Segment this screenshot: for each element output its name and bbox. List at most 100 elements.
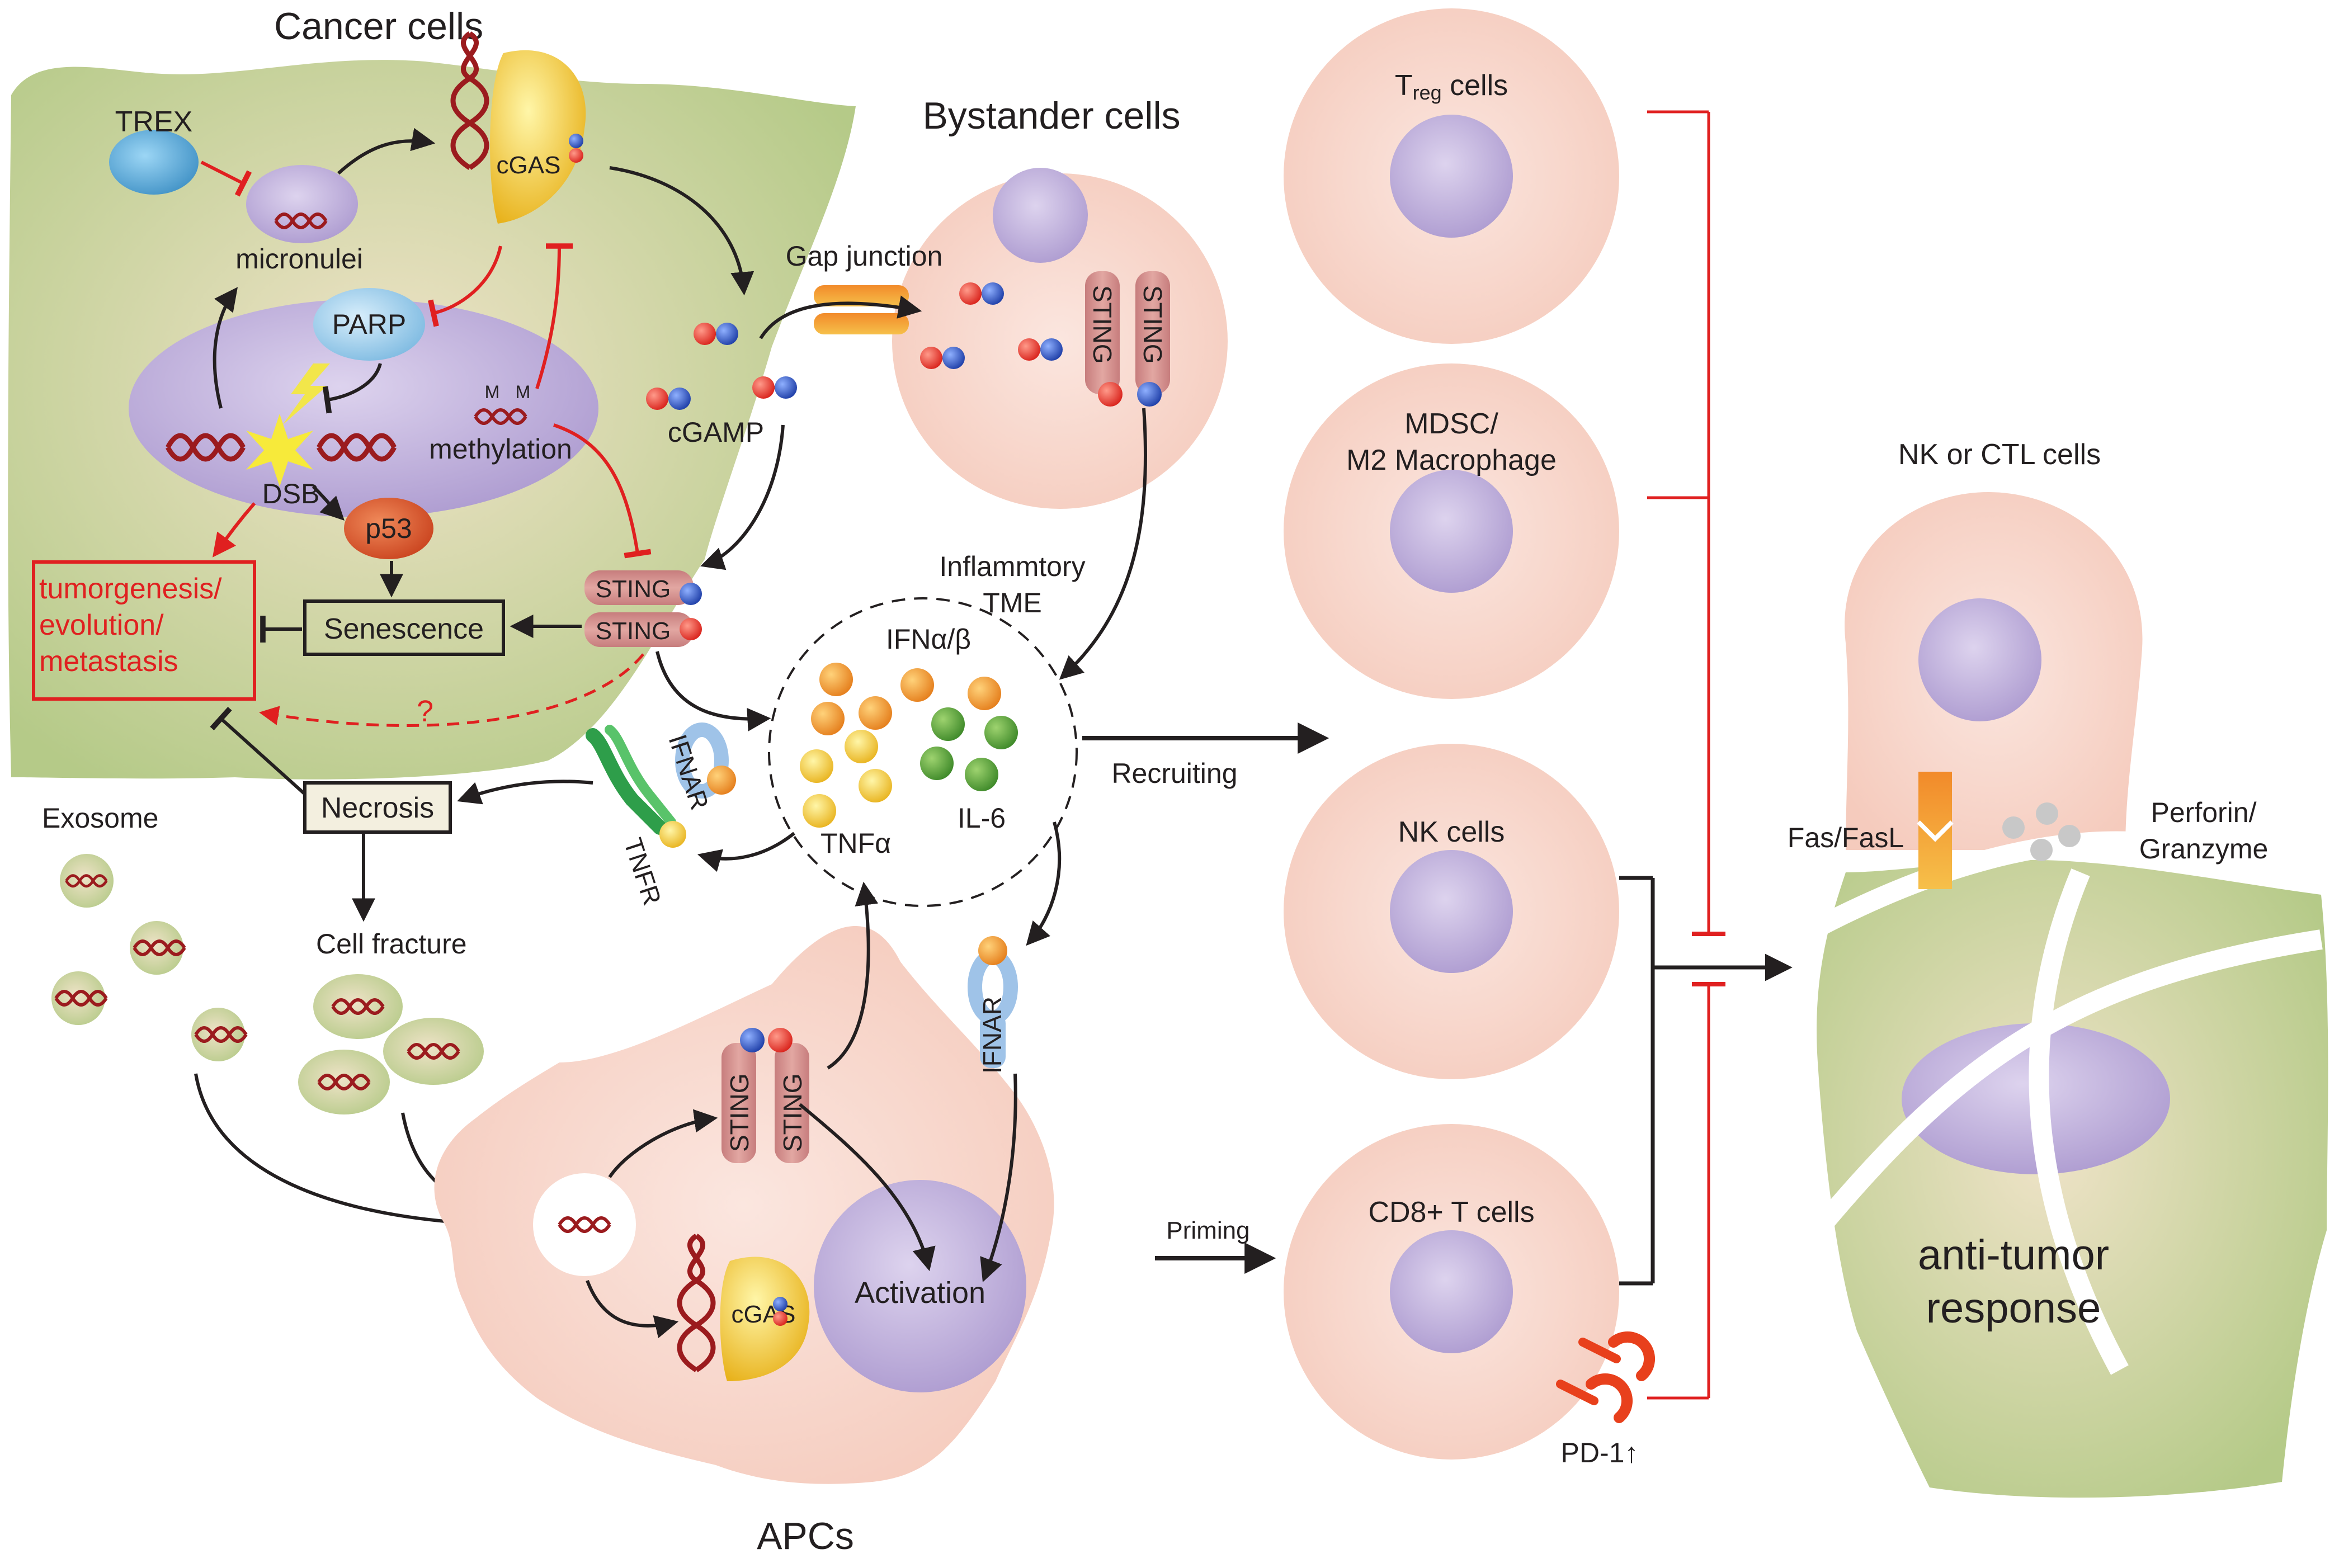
arrow-apc-sting-to-tme — [827, 881, 879, 1070]
cd8-label: CD8+ T cells — [1368, 1196, 1534, 1229]
apc-sting-1 — [721, 1043, 756, 1163]
tumor-outcome-line-2: evolution/ — [39, 609, 164, 641]
il6-label: IL-6 — [958, 802, 1006, 834]
cgamp-label: cGAMP — [668, 417, 764, 448]
tnfr-ligand — [659, 821, 686, 848]
tnfr-receptor — [586, 725, 676, 835]
parp-label: PARP — [332, 309, 406, 340]
fas-label: Fas/FasL — [1788, 822, 1904, 853]
tumor-outcome-box — [32, 560, 256, 701]
inhibit-cgas-to-parp — [428, 245, 502, 327]
senescence-box — [303, 599, 505, 656]
ifn-cytokines — [811, 663, 1001, 735]
effector-bracket — [1619, 876, 1793, 1286]
arrow-cgamp-to-sting — [700, 424, 785, 570]
nk-ctl-label: NK or CTL cells — [1898, 438, 2101, 471]
mdsc-label-line-2: M2 Macrophage — [1346, 444, 1557, 476]
cgas-enzyme — [490, 50, 586, 224]
dsb-label: DSB — [262, 478, 320, 509]
activation-label: Activation — [855, 1276, 985, 1310]
inhibit-parp-to-dsb — [322, 363, 382, 414]
unknown-link-question: ? — [417, 695, 433, 728]
arrow-ifnar-to-activation — [980, 1073, 1017, 1282]
apc-phagosome — [533, 1173, 636, 1276]
bystander-nucleus — [993, 168, 1088, 263]
tumor-outcome-line-3: metastasis — [39, 645, 178, 678]
mdsc-label-line-1: MDSC/ — [1404, 408, 1498, 440]
treg-label: Treg cells — [1395, 69, 1508, 104]
cancer-sting-red-ball — [680, 618, 702, 640]
cancer-sting-2 — [584, 612, 694, 647]
bystander-sting-label-1: STING — [1088, 285, 1117, 364]
arrow-tnfr-to-necrosis — [457, 780, 593, 805]
perforin-granules — [2002, 802, 2081, 861]
response-line-1: anti-tumor — [1918, 1231, 2109, 1279]
methyl-mark-2: M — [516, 382, 531, 402]
bystander-sting-1 — [1085, 271, 1120, 394]
tnf-label: TNFα — [820, 828, 891, 859]
cancer-cells-title: Cancer cells — [274, 5, 483, 48]
exosome-vesicles — [51, 854, 245, 1061]
gap-junction-label: Gap junction — [786, 240, 943, 272]
arrow-dsb-to-tumor — [212, 502, 256, 558]
apc-cgas-enzyme — [720, 1257, 810, 1381]
apcs-title: APCs — [757, 1515, 854, 1557]
apc-sting-label-1: STING — [725, 1073, 754, 1152]
arrow-tme-to-apc-ifnar — [1026, 821, 1062, 946]
apc-nucleus — [814, 1180, 1026, 1392]
necrosis-box — [303, 781, 452, 834]
inhibit-necrosis-to-tumor — [210, 706, 306, 796]
arrow-sting-to-tme — [656, 651, 771, 731]
cancer-sting-blue-ball — [680, 583, 702, 605]
perforin-label-line-1: Perforin/ — [2151, 797, 2257, 828]
cancer-sting-label-2: STING — [596, 617, 671, 645]
arrow-cgas-to-cgamp — [609, 166, 754, 296]
bystander-sting-label-2: STING — [1138, 285, 1167, 364]
nk-label: NK cells — [1398, 816, 1505, 848]
inhibit-methylation-to-cgas — [535, 243, 573, 389]
tnf-cytokines — [800, 730, 892, 828]
micronuclei-label: micronulei — [235, 243, 363, 275]
apc-sting-2 — [775, 1043, 809, 1163]
nk-cell — [1284, 744, 1619, 1079]
cancer-nucleus — [129, 299, 598, 517]
arrow-exosome-to-apc — [194, 1073, 503, 1236]
suppression-bracket — [1647, 110, 1725, 1400]
effector-nucleus — [1918, 598, 2041, 721]
apc-ifnar-ligand — [978, 936, 1007, 965]
pd1-receptors — [1556, 1331, 1656, 1423]
gap-junction-top — [814, 285, 909, 306]
p53-label: p53 — [365, 513, 412, 544]
priming-label: Priming — [1166, 1217, 1249, 1244]
arrow-phagosome-to-cgas — [586, 1279, 679, 1339]
mdsc-cell — [1284, 363, 1619, 699]
methyl-mark-1: M — [485, 382, 500, 402]
ifn-label: IFNα/β — [886, 624, 971, 655]
dsb-break-star — [246, 414, 313, 487]
necrosis-label: Necrosis — [321, 792, 434, 824]
apc-sting-red-ball — [768, 1028, 793, 1052]
cancer-ifnar-label: IFNAR — [663, 731, 714, 813]
cgamp-molecule-3 — [752, 376, 797, 399]
bystander-cells-title: Bystander cells — [922, 95, 1180, 137]
bystander-sting-blue-ball — [1137, 382, 1162, 407]
gap-junction-bottom — [814, 313, 909, 334]
trex-label: TREX — [115, 106, 193, 138]
arrow-tme-to-tnfr — [697, 832, 795, 872]
il6-cytokines — [920, 707, 1018, 791]
tnfr-label: TNFR — [618, 834, 667, 909]
arrow-dsb-to-p53 — [312, 485, 345, 521]
cancer-ifnar-receptor — [675, 722, 729, 799]
target-cell-crack — [1790, 831, 2323, 1375]
recruiting-label: Recruiting — [1111, 758, 1237, 789]
senescence-label: Senescence — [324, 613, 484, 645]
fracture-fragments — [298, 974, 484, 1114]
parp-enzyme — [313, 288, 425, 361]
cgas-label: cGAS — [497, 152, 561, 179]
apc-ifnar-stalk — [980, 1012, 1006, 1068]
perforin-label-line-2: Granzyme — [2139, 833, 2269, 865]
tme-boundary — [768, 597, 1078, 907]
tumor-outcome-line-1: tumorgenesis/ — [39, 573, 222, 605]
cancer-sting-label-1: STING — [596, 575, 671, 603]
